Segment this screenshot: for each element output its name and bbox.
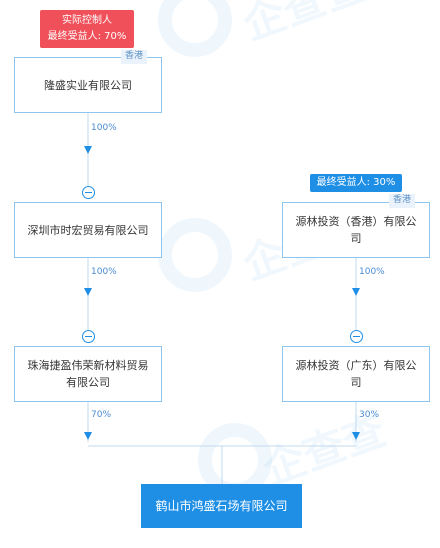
controller-beneficiary-share: 最终受益人: 70%: [47, 31, 127, 42]
actual-controller-label: 实际控制人: [62, 15, 112, 26]
edge-percent: 100%: [359, 267, 385, 277]
collapse-toggle-yuanlin-gd[interactable]: [350, 330, 363, 343]
target-company-name: 鹤山市鸿盛石场有限公司: [155, 498, 288, 513]
company-node-heshan[interactable]: 鹤山市鸿盛石场有限公司: [141, 484, 302, 528]
company-name-line2: 有限公司: [66, 376, 110, 389]
minus-icon: [353, 336, 360, 337]
region-tag-hk: 香港: [389, 194, 416, 208]
edge-percent: 100%: [91, 267, 117, 277]
collapse-toggle-shenzhen[interactable]: [82, 186, 95, 199]
collapse-toggle-zhuhai[interactable]: [82, 330, 95, 343]
company-name-line1: 源林投资（香港）有限公: [295, 215, 417, 228]
beneficiary-share: 最终受益人: 30%: [316, 177, 396, 188]
arrow-down-icon: [84, 432, 92, 440]
company-name: 隆盛实业有限公司: [44, 78, 132, 92]
company-node-zhuhai[interactable]: 珠海捷盈伟荣新材料贸易 有限公司: [14, 346, 162, 402]
company-name-line2: 司: [350, 232, 362, 245]
company-name: 源林投资（广东）有限公司: [295, 359, 417, 389]
region-tag-hk: 香港: [121, 50, 148, 64]
company-node-shenzhen[interactable]: 深圳市时宏贸易有限公司: [14, 202, 162, 258]
arrow-down-icon: [84, 146, 92, 154]
arrow-down-icon: [84, 288, 92, 296]
edge-percent: 30%: [359, 410, 380, 420]
company-node-yuanlin-hk[interactable]: 源林投资（香港）有限公 司: [282, 202, 430, 258]
company-node-yuanlin-gd[interactable]: 源林投资（广东）有限公司: [282, 346, 430, 402]
company-node-longsheng[interactable]: 隆盛实业有限公司: [14, 57, 162, 113]
arrow-down-icon: [352, 432, 360, 440]
edge-percent: 70%: [91, 410, 112, 420]
beneficiary-badge: 最终受益人: 30%: [310, 174, 402, 192]
minus-icon: [85, 336, 92, 337]
arrow-down-icon: [352, 288, 360, 296]
minus-icon: [85, 192, 92, 193]
company-name-line1: 珠海捷盈伟荣新材料贸易: [27, 359, 149, 372]
company-name: 深圳市时宏贸易有限公司: [27, 223, 149, 237]
edge-percent: 100%: [91, 123, 117, 133]
actual-controller-badge: 实际控制人 最终受益人: 70%: [40, 10, 134, 48]
